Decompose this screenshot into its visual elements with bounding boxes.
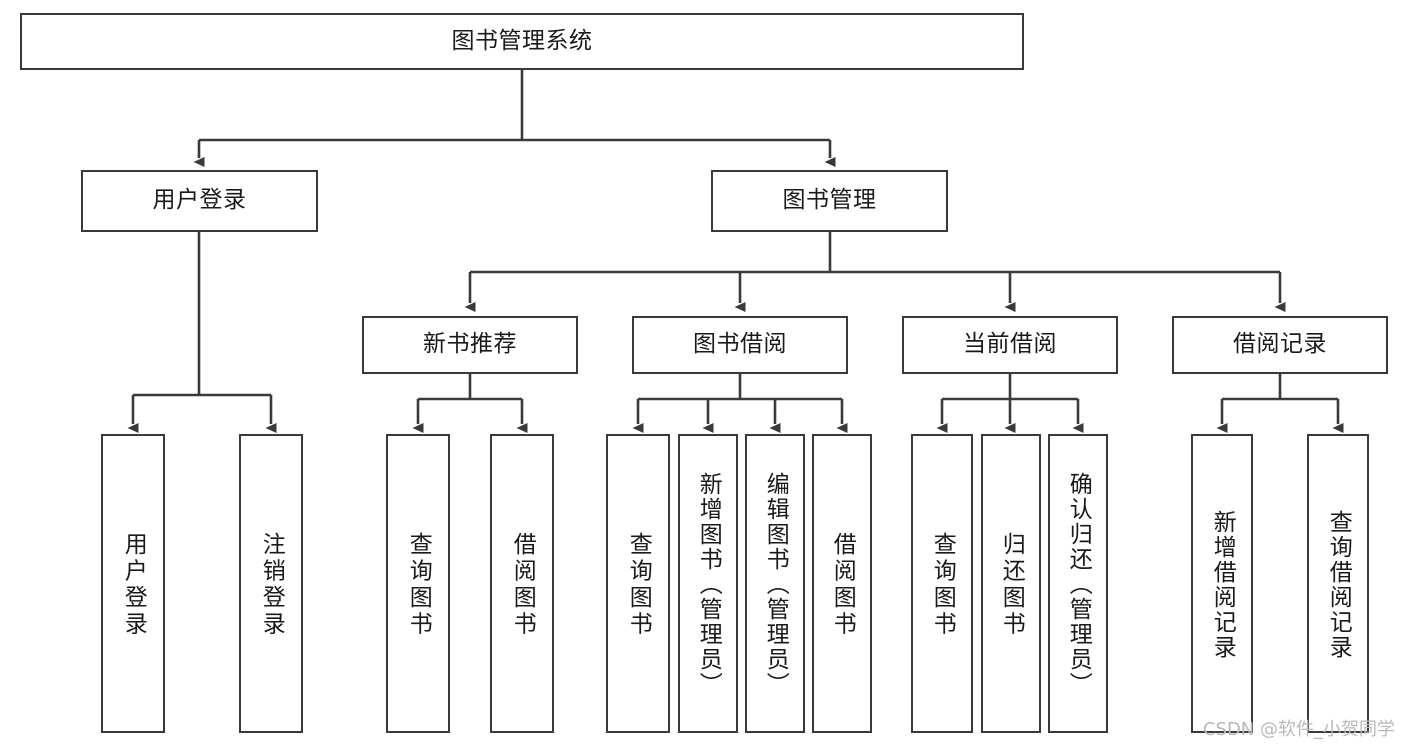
node-label: 图书管理系统: [451, 27, 593, 54]
node-leaf-query-book-2[interactable]: 查询图书: [606, 434, 670, 733]
node-label: 图书借阅: [693, 331, 787, 358]
watermark: CSDN @软件_小贺同学: [1202, 719, 1395, 740]
node-leaf-query-book-1[interactable]: 查询图书: [386, 434, 450, 733]
node-leaf-query-record[interactable]: 查询借阅记录: [1307, 434, 1369, 733]
node-label: 新增借阅记录: [1209, 509, 1236, 660]
node-label: 编辑图书（管理员）: [762, 472, 789, 697]
node-book-manage[interactable]: 图书管理: [711, 170, 948, 232]
node-new-book-recommend[interactable]: 新书推荐: [362, 316, 578, 374]
node-user-login[interactable]: 用户登录: [81, 170, 318, 232]
node-leaf-borrow-book-2[interactable]: 借阅图书: [812, 434, 872, 733]
node-label: 借阅记录: [1233, 331, 1327, 358]
node-current-borrow[interactable]: 当前借阅: [902, 316, 1118, 374]
node-leaf-return-book[interactable]: 归还图书: [981, 434, 1041, 733]
node-label: 查询图书: [625, 531, 652, 638]
node-leaf-user-login[interactable]: 用户登录: [101, 434, 165, 733]
node-label: 查询借阅记录: [1325, 509, 1352, 660]
node-label: 注销登录: [258, 531, 285, 638]
node-label: 用户登录: [120, 531, 147, 638]
node-label: 查询图书: [405, 531, 432, 638]
node-book-borrow[interactable]: 图书借阅: [632, 316, 848, 374]
node-leaf-edit-book[interactable]: 编辑图书（管理员）: [745, 434, 805, 733]
node-leaf-user-logout[interactable]: 注销登录: [239, 434, 303, 733]
node-root[interactable]: 图书管理系统: [20, 13, 1024, 70]
node-leaf-add-book[interactable]: 新增图书（管理员）: [678, 434, 738, 733]
node-label: 查询图书: [929, 531, 956, 638]
node-borrow-record[interactable]: 借阅记录: [1172, 316, 1388, 374]
node-leaf-query-book-3[interactable]: 查询图书: [911, 434, 973, 733]
node-label: 当前借阅: [963, 331, 1057, 358]
node-label: 确认归还（管理员）: [1065, 472, 1092, 697]
node-leaf-borrow-book-1[interactable]: 借阅图书: [490, 434, 554, 733]
node-label: 借阅图书: [509, 531, 536, 638]
node-leaf-confirm-return[interactable]: 确认归还（管理员）: [1048, 434, 1108, 733]
node-leaf-add-record[interactable]: 新增借阅记录: [1191, 434, 1253, 733]
node-label: 新增图书（管理员）: [695, 472, 722, 697]
node-label: 用户登录: [152, 187, 247, 214]
node-label: 新书推荐: [423, 331, 517, 358]
node-label: 归还图书: [998, 531, 1025, 638]
node-label: 图书管理: [782, 187, 877, 214]
node-label: 借阅图书: [829, 531, 856, 638]
